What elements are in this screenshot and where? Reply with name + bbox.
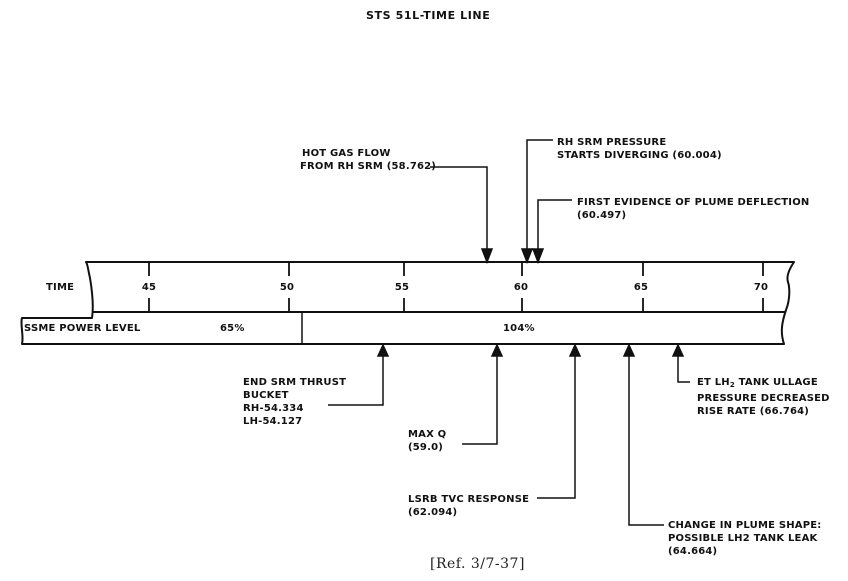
arrow-hot-gas-flow <box>480 248 494 265</box>
leader-plume-deflection <box>537 199 572 252</box>
event-rh-srm-pressure-line2: STARTS DIVERGING (60.004) <box>557 150 722 161</box>
event-lsrb-tvc: LSRB TVC RESPONSE (62.094) <box>408 493 529 519</box>
tick-label-55: 55 <box>394 282 410 293</box>
event-plume-deflection: FIRST EVIDENCE OF PLUME DEFLECTION (60.4… <box>577 196 809 222</box>
event-max-q-line1: MAX Q <box>408 429 447 440</box>
power-level-65: 65% <box>220 323 245 334</box>
event-plume-shape-line3: (64.664) <box>668 546 718 557</box>
leader-max-q <box>462 356 498 445</box>
event-plume-shape: CHANGE IN PLUME SHAPE: POSSIBLE LH2 TANK… <box>668 519 822 558</box>
time-axis-label: TIME <box>46 282 75 293</box>
event-lsrb-tvc-line1: LSRB TVC RESPONSE <box>408 494 530 505</box>
tick-label-45: 45 <box>141 282 157 293</box>
event-end-srm-thrust: END SRM THRUST BUCKET RH-54.334 LH-54.12… <box>243 376 346 428</box>
event-rh-srm-pressure: RH SRM PRESSURE STARTS DIVERGING (60.004… <box>557 136 722 162</box>
event-et-lh2-ullage-line3: RISE RATE (66.764) <box>697 406 810 417</box>
event-end-srm-thrust-line1: END SRM THRUST <box>243 377 347 388</box>
arrow-max-q <box>490 343 504 357</box>
event-et-lh2-ullage-line1: ET LH2 TANK ULLAGE <box>697 376 830 392</box>
tick-label-60: 60 <box>513 282 529 293</box>
arrow-plume-deflection <box>531 248 545 265</box>
tick-label-65: 65 <box>633 282 649 293</box>
arrow-rh-srm-pressure <box>520 248 534 265</box>
event-et-lh2-sub: 2 <box>729 381 735 389</box>
arrow-lsrb-tvc <box>568 343 582 357</box>
event-et-lh2-ullage-line2: PRESSURE DECREASED <box>697 393 830 404</box>
time-ticks <box>148 263 764 311</box>
arrow-plume-shape <box>622 343 636 357</box>
leader-et-lh2-ullage <box>677 356 690 383</box>
event-plume-deflection-line1: FIRST EVIDENCE OF PLUME DEFLECTION <box>577 197 810 208</box>
event-max-q-line2: (59.0) <box>408 442 444 453</box>
event-hot-gas-flow-line1: HOT GAS FLOW <box>302 148 391 159</box>
timeline-band-outline <box>20 261 795 345</box>
event-plume-deflection-line2: (60.497) <box>577 210 627 221</box>
event-max-q: MAX Q (59.0) <box>408 428 446 454</box>
event-hot-gas-flow: HOT GAS FLOW FROM RH SRM (58.762) <box>300 147 436 173</box>
power-level-label: SSME POWER LEVEL <box>24 323 141 334</box>
event-plume-shape-line1: CHANGE IN PLUME SHAPE: <box>668 520 822 531</box>
event-et-lh2-post: TANK ULLAGE <box>734 377 818 388</box>
event-et-lh2-ullage: ET LH2 TANK ULLAGE PRESSURE DECREASED RI… <box>697 376 830 418</box>
event-end-srm-thrust-line3: RH-54.334 <box>243 403 304 414</box>
power-level-104: 104% <box>503 323 535 334</box>
reference-note: [Ref. 3/7-37] <box>430 556 525 572</box>
tick-label-50: 50 <box>279 282 295 293</box>
leader-end-srm-thrust <box>328 356 384 406</box>
tick-label-70: 70 <box>753 282 769 293</box>
leader-lsrb-tvc <box>537 356 576 499</box>
event-et-lh2-pre: ET LH <box>697 377 730 388</box>
event-hot-gas-flow-line2: FROM RH SRM (58.762) <box>300 161 437 172</box>
event-end-srm-thrust-line2: BUCKET <box>243 390 289 401</box>
event-lsrb-tvc-line2: (62.094) <box>408 507 458 518</box>
event-rh-srm-pressure-line1: RH SRM PRESSURE <box>557 137 667 148</box>
leader-plume-shape <box>628 356 664 526</box>
event-plume-shape-line2: POSSIBLE LH2 TANK LEAK <box>668 533 818 544</box>
leader-rh-srm-pressure <box>526 139 553 252</box>
arrow-et-lh2-ullage <box>671 343 685 357</box>
diagram-title: STS 51L-TIME LINE <box>366 9 491 22</box>
arrow-end-srm-thrust <box>376 343 390 357</box>
leader-hot-gas-flow <box>430 166 488 252</box>
event-end-srm-thrust-line4: LH-54.127 <box>243 416 303 427</box>
